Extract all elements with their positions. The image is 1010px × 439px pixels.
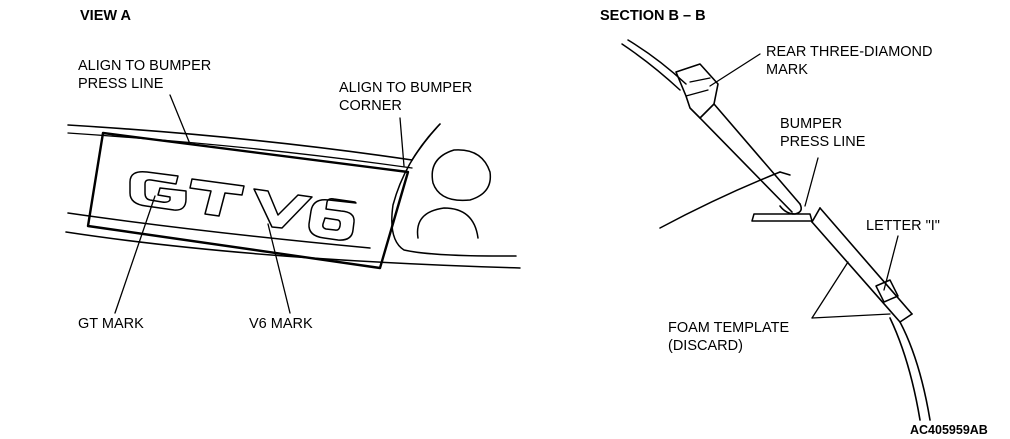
letter-i-label: LETTER "I" — [866, 218, 940, 234]
three-diamond-clip-detail — [685, 77, 711, 97]
leader-v6-mark — [267, 223, 291, 314]
leader-letter-i — [883, 235, 899, 291]
bumper-panel-inner — [699, 117, 793, 213]
v6-mark-label: V6 MARK — [249, 316, 313, 332]
leader-align-press-line — [169, 94, 191, 145]
lamp-upper-circle — [431, 149, 492, 202]
v6-mark-letters — [253, 188, 357, 241]
bumper-top-edge-outer — [67, 124, 413, 161]
body-panel-line-1 — [621, 43, 681, 91]
letter-t-outline — [189, 178, 245, 217]
bumper-lower-edge-1 — [67, 212, 371, 249]
three-diamond-label-2: MARK — [766, 62, 808, 78]
bumper-surface-lower-1 — [899, 321, 931, 421]
lower-reinforcement — [659, 171, 781, 229]
leader-align-corner — [399, 117, 405, 167]
align-corner-label-2: CORNER — [339, 98, 402, 114]
press-line-label-1: BUMPER — [780, 116, 843, 132]
align-corner-label-1: ALIGN TO BUMPER — [339, 80, 473, 96]
view-a-title: VIEW A — [80, 8, 132, 24]
three-diamond-label-1: REAR THREE-DIAMOND — [766, 44, 933, 60]
bumper-surface-lower-2 — [889, 317, 921, 421]
foam-template-label-1: FOAM TEMPLATE — [668, 320, 790, 336]
letter-v-outline — [253, 188, 313, 229]
align-press-line-label-1: ALIGN TO BUMPER — [78, 58, 212, 74]
figure-code: AC405959AB — [910, 423, 988, 437]
bumper-panel-outer — [713, 103, 801, 205]
foam-strip-top — [811, 207, 821, 223]
lamp-housing — [391, 123, 517, 257]
three-diamond-clip — [675, 63, 719, 119]
lamp-lower-circle — [416, 207, 479, 239]
leader-foam-1 — [811, 261, 849, 319]
leader-gt-mark — [114, 195, 156, 314]
section-bb-title: SECTION B – B — [600, 8, 706, 24]
gt-mark-letters — [129, 170, 245, 217]
bumper-lower-edge-2 — [65, 231, 521, 269]
foam-template-label-2: (DISCARD) — [668, 338, 743, 354]
align-press-line-label-2: PRESS LINE — [78, 76, 164, 92]
bumper-return-hook — [779, 203, 802, 215]
foam-template-outline — [86, 131, 410, 270]
body-panel-line-2 — [627, 39, 687, 85]
leader-foam-2 — [811, 313, 891, 319]
foam-strip-end — [899, 313, 913, 323]
letter-g-outline — [129, 170, 187, 211]
template-flange — [751, 213, 813, 222]
press-line-label-2: PRESS LINE — [780, 134, 866, 150]
gt-mark-label: GT MARK — [78, 316, 144, 332]
foam-strip-inner — [811, 221, 901, 323]
lower-reinforcement-tip — [779, 171, 791, 176]
bumper-top-edge-inner — [67, 132, 413, 169]
leader-bumper-press-line — [804, 157, 819, 207]
leader-three-diamond — [709, 53, 761, 87]
letter-i-piece — [875, 279, 899, 303]
letter-6-outline — [308, 198, 357, 241]
